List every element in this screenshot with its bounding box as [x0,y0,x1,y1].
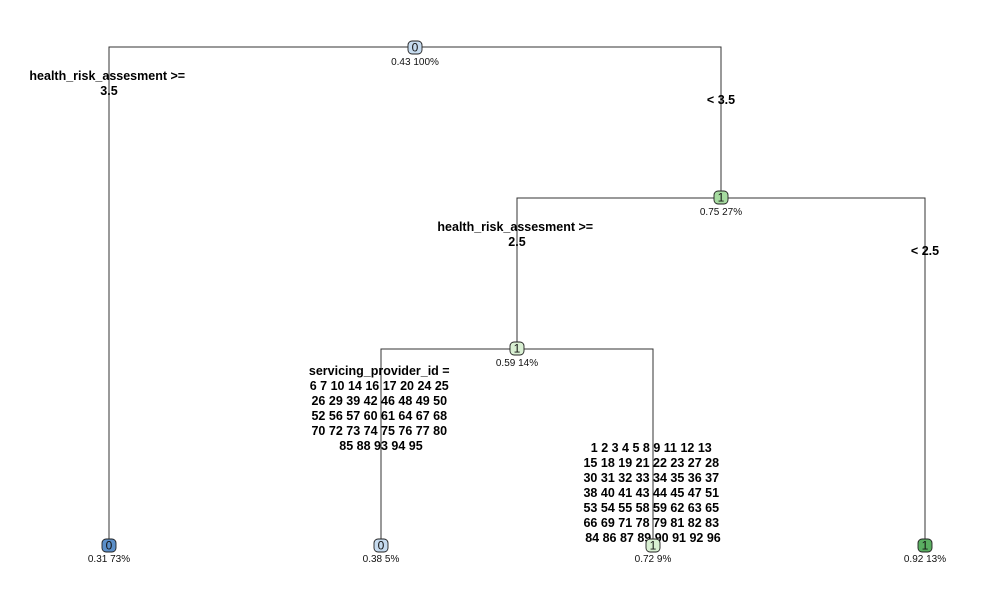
tree-nodes: 0 0.43 100% 1 0.75 27% 1 0.59 14% 0 0.31… [88,41,946,566]
node-box-n6 [509,341,525,356]
node-box-n3 [713,190,729,205]
node-box-root [407,40,423,55]
split-label-n3-left: health_risk_assesment >= 2.5 [437,220,596,249]
node-box-n2 [101,538,117,553]
node-stats: 0.92 13% [904,554,946,565]
node-class-label: 0 [412,41,419,55]
tree-node-root: 0 0.43 100% [391,41,439,69]
edge-n6-to-n12 [380,348,517,545]
split-labels: health_risk_assesment >= 3.5 < 3.5 healt… [29,69,939,545]
split-label-n6-left: servicing_provider_id = 6 7 10 14 16 17 … [309,364,453,453]
node-stats: 0.43 100% [391,57,439,68]
node-box-n12 [373,538,389,553]
node-stats: 0.31 73% [88,554,130,565]
tree-node-n6: 1 0.59 14% [496,342,538,370]
split-label-root-left: health_risk_assesment >= 3.5 [29,69,188,98]
tree-node-n12: 0 0.38 5% [363,539,400,566]
node-stats: 0.59 14% [496,358,538,369]
split-label-n3-right: < 2.5 [911,244,939,258]
node-class-label: 1 [922,539,929,553]
tree-node-n7: 1 0.92 13% [904,539,946,566]
tree-node-n13: 1 0.72 9% [635,539,672,566]
node-class-label: 1 [718,191,725,205]
tree-node-n2: 0 0.31 73% [88,539,130,566]
edge-n3-to-n7 [721,197,926,545]
split-label-n6-right: 1 2 3 4 5 8 9 11 12 13 15 18 19 21 22 23… [583,441,722,545]
tree-node-n3: 1 0.75 27% [700,191,742,219]
node-class-label: 1 [514,342,521,356]
node-class-label: 0 [378,539,385,553]
node-box-n13 [645,538,661,553]
node-box-n7 [917,538,933,553]
node-class-label: 1 [650,539,657,553]
node-class-label: 0 [106,539,113,553]
node-stats: 0.38 5% [363,554,400,565]
node-stats: 0.72 9% [635,554,672,565]
edge-n6-to-n13 [517,348,654,545]
edge-root-to-n3 [415,46,722,197]
tree-edges [108,46,926,545]
split-label-root-right: < 3.5 [707,93,735,107]
node-stats: 0.75 27% [700,207,742,218]
edge-root-to-n2 [108,46,415,545]
edge-n3-to-n6 [516,197,721,349]
